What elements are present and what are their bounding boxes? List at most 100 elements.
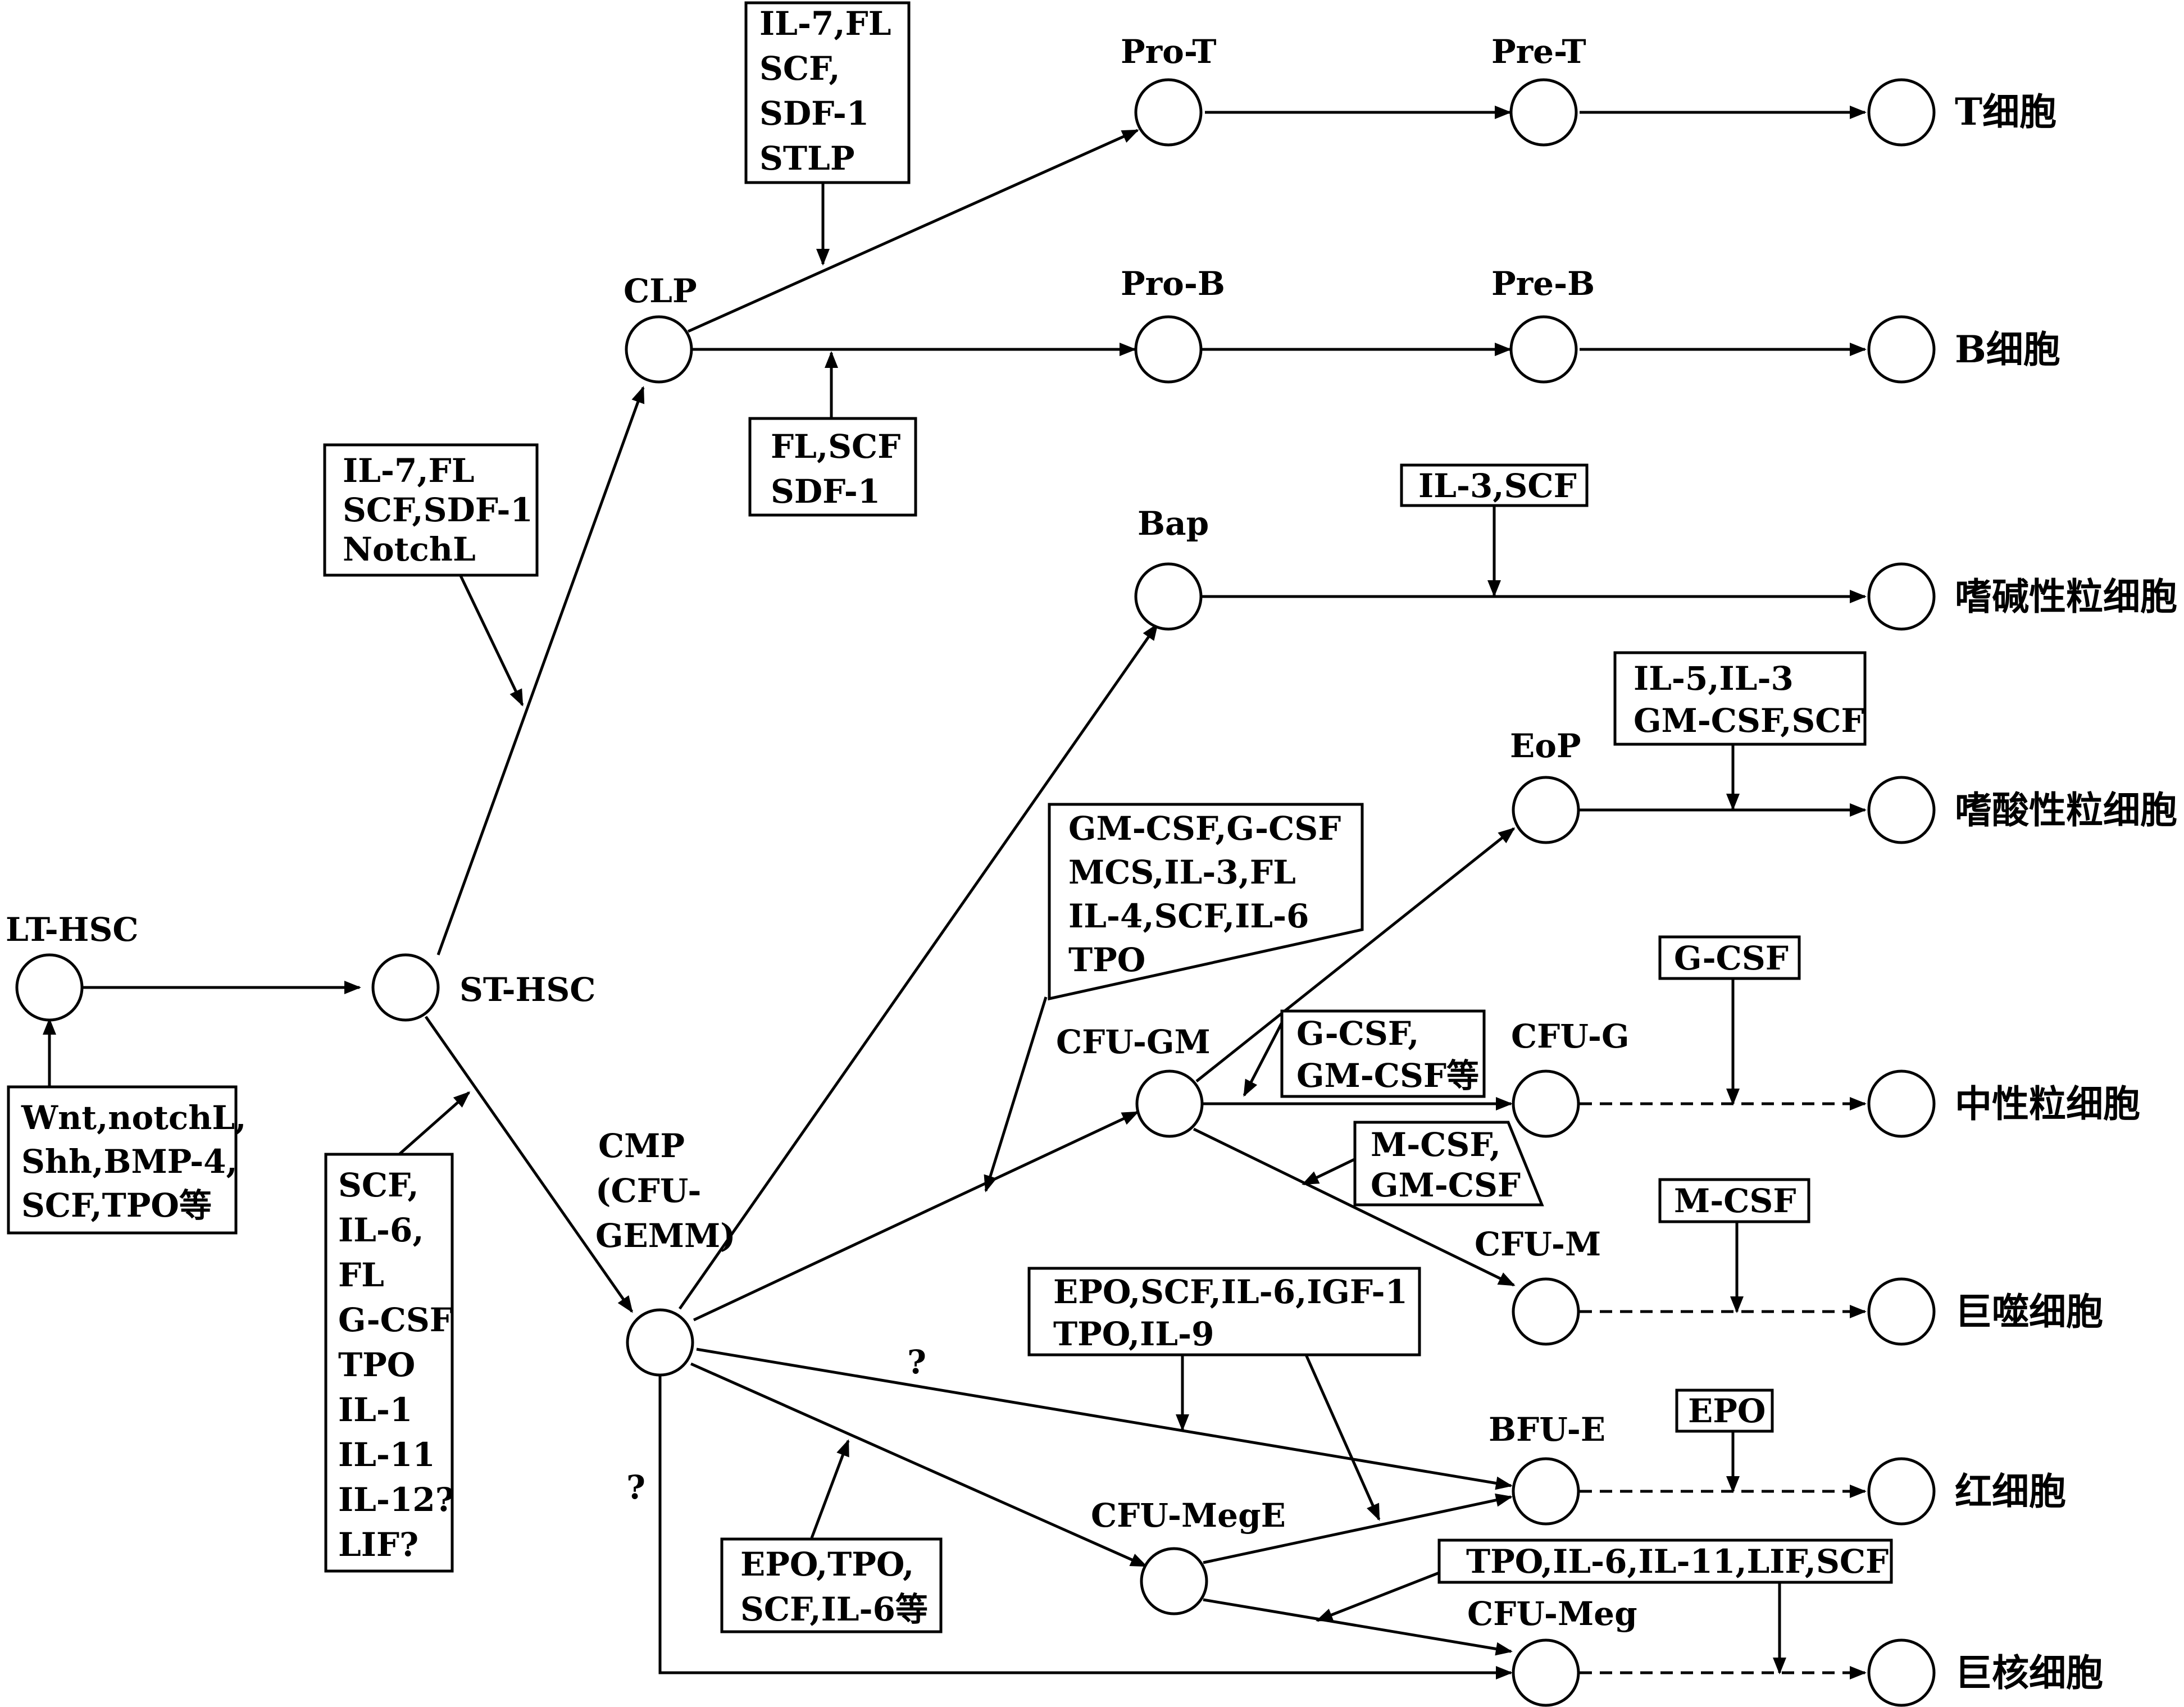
- node-st-hsc: [371, 953, 440, 1022]
- edge-cmp-cfumege: [690, 1362, 1148, 1568]
- node-cfu-meg: [1512, 1638, 1580, 1707]
- factor-text: SDF-1: [771, 472, 880, 511]
- factor-text: IL-7,FL: [759, 4, 891, 43]
- label-macrophage: 巨噬细胞: [1955, 1290, 2103, 1333]
- factor-text: SCF,: [338, 1166, 419, 1204]
- node-erythrocyte: [1867, 1457, 1936, 1526]
- edge-cmp-cfumeg: [658, 1373, 1513, 1679]
- node-pre-b: [1509, 315, 1578, 384]
- factor-arrow-erythroid-2: [1304, 1354, 1381, 1521]
- factor-boxes: Wnt,notchL, Shh,BMP-4, SCF,TPO等 IL-7,FL …: [7, 1, 1893, 1633]
- node-cfu-mege: [1140, 1547, 1208, 1615]
- edge-cfugm-cfum: [1193, 1127, 1516, 1287]
- factor-box-macrophage: M-CSF: [1658, 1178, 1810, 1223]
- edges: [83, 106, 1867, 1679]
- factor-text: Shh,BMP-4,: [21, 1142, 238, 1181]
- label-cmp-3: GEMM): [595, 1217, 736, 1255]
- factor-box-cfu-g: G-CSF, GM-CSF等: [1280, 1009, 1486, 1098]
- node-macrophage: [1867, 1277, 1936, 1346]
- factor-arrow-mege: [810, 1439, 850, 1538]
- factor-text: GM-CSF,SCF: [1634, 702, 1864, 740]
- question-mark-bfue: ?: [907, 1343, 926, 1381]
- factor-text: M-CSF: [1674, 1182, 1796, 1220]
- factor-text: EPO,SCF,IL-6,IGF-1: [1053, 1273, 1408, 1311]
- factor-text: IL-12?: [338, 1481, 454, 1519]
- edge-cmp-cfugm: [693, 1110, 1139, 1322]
- node-cfu-m: [1512, 1277, 1580, 1346]
- factor-text: GM-CSF,G-CSF: [1068, 809, 1341, 848]
- factor-text: G-CSF: [1674, 939, 1789, 977]
- factor-box-meg: TPO,IL-6,IL-11,LIF,SCF: [1437, 1538, 1893, 1584]
- node-pre-t: [1509, 78, 1578, 147]
- label-megakaryocyte: 巨核细胞: [1955, 1651, 2103, 1695]
- factor-text: M-CSF,: [1371, 1126, 1501, 1164]
- label-pre-b: Pre-B: [1491, 265, 1595, 303]
- factor-box-cfu-gm: GM-CSF,G-CSF MCS,IL-3,FL IL-4,SCF,IL-6 T…: [1048, 803, 1364, 1001]
- question-mark-meg: ?: [626, 1468, 645, 1506]
- node-neutrophil: [1867, 1069, 1936, 1138]
- factor-arrow-cfugm-box: [984, 996, 1048, 1192]
- node-pro-t: [1134, 78, 1203, 147]
- factor-text: SCF,TPO等: [21, 1186, 212, 1225]
- factor-text: IL-1: [338, 1391, 412, 1429]
- factor-arrow-cmp-entry: [395, 1091, 471, 1158]
- factor-box-mege: EPO,TPO, SCF,IL-6等: [720, 1537, 943, 1633]
- factor-text: FL: [338, 1256, 384, 1294]
- label-neutrophil: 中性粒细胞: [1955, 1082, 2140, 1126]
- final-cell-labels: T细胞 B细胞 嗜碱性粒细胞 嗜酸性粒细胞 中性粒细胞 巨噬细胞 红细胞 巨核细…: [1955, 90, 2177, 1695]
- label-pro-b: Pro-B: [1121, 265, 1225, 303]
- label-t-cell: T细胞: [1955, 90, 2056, 134]
- label-b-cell: B细胞: [1955, 327, 2060, 371]
- node-pro-b: [1134, 315, 1203, 384]
- node-eop: [1512, 776, 1580, 844]
- node-labels: LT-HSC ST-HSC CLP CMP (CFU- GEMM) Pro-T …: [6, 33, 1637, 1633]
- factor-box-cfu-m: M-CSF, GM-CSF: [1353, 1121, 1544, 1207]
- node-cfu-g: [1512, 1069, 1580, 1138]
- factor-text: SDF-1: [759, 94, 869, 133]
- node-b-cell: [1867, 315, 1936, 384]
- node-cmp: [626, 1308, 694, 1377]
- edge-cmp-bap: [678, 623, 1159, 1310]
- edge-cfumege-bfue: [1203, 1493, 1513, 1564]
- factor-text: IL-7,FL: [343, 452, 475, 490]
- node-clp: [625, 315, 693, 384]
- edge-cfumege-cfumeg: [1203, 1598, 1513, 1656]
- factor-box-lthsc: Wnt,notchL, Shh,BMP-4, SCF,TPO等: [7, 1085, 246, 1235]
- factor-text: LIF?: [338, 1526, 418, 1564]
- label-st-hsc: ST-HSC: [459, 971, 595, 1009]
- factor-text: FL,SCF: [771, 427, 900, 466]
- factor-text: IL-6,: [338, 1211, 424, 1249]
- factor-box-t-lineage: IL-7,FL SCF, SDF-1 STLP: [744, 1, 911, 184]
- node-bfu-e: [1512, 1457, 1580, 1526]
- label-bfu-e: BFU-E: [1489, 1410, 1605, 1449]
- node-bap: [1134, 562, 1203, 631]
- question-marks: ? ?: [626, 1343, 926, 1506]
- node-megakaryocyte: [1867, 1638, 1936, 1707]
- factor-arrows: [43, 183, 1786, 1674]
- factor-arrow-cfug: [1243, 1018, 1285, 1097]
- factor-text: TPO,IL-9: [1053, 1315, 1214, 1353]
- label-cmp-1: CMP: [598, 1127, 685, 1165]
- factor-text: GM-CSF: [1371, 1166, 1521, 1204]
- factor-box-eosinophil: IL-5,IL-3 GM-CSF,SCF: [1613, 651, 1867, 746]
- dashed-edges: [1580, 1097, 1867, 1679]
- factor-box-neutrophil: G-CSF: [1658, 935, 1801, 980]
- factor-text: SCF,IL-6等: [740, 1590, 928, 1628]
- node-cfu-gm: [1135, 1069, 1204, 1138]
- label-erythrocyte: 红细胞: [1955, 1469, 2066, 1513]
- label-cfu-meg: CFU-Meg: [1467, 1595, 1637, 1633]
- label-cmp-2: (CFU-: [595, 1172, 701, 1210]
- factor-text: IL-11: [338, 1436, 435, 1474]
- node-lt-hsc: [15, 953, 84, 1022]
- factor-text: TPO: [338, 1346, 415, 1384]
- label-eop: EoP: [1510, 727, 1581, 765]
- factor-text: SCF,: [759, 49, 840, 88]
- node-eosinophil: [1867, 776, 1936, 844]
- label-cfu-m: CFU-M: [1475, 1225, 1601, 1263]
- factor-box-erythrocyte: EPO: [1675, 1389, 1774, 1433]
- factor-text: Wnt,notchL,: [21, 1099, 246, 1137]
- label-cfu-g: CFU-G: [1511, 1017, 1630, 1055]
- factor-text: IL-3,SCF: [1418, 467, 1577, 505]
- label-bap: Bap: [1138, 504, 1209, 543]
- label-basophil: 嗜碱性粒细胞: [1955, 575, 2177, 618]
